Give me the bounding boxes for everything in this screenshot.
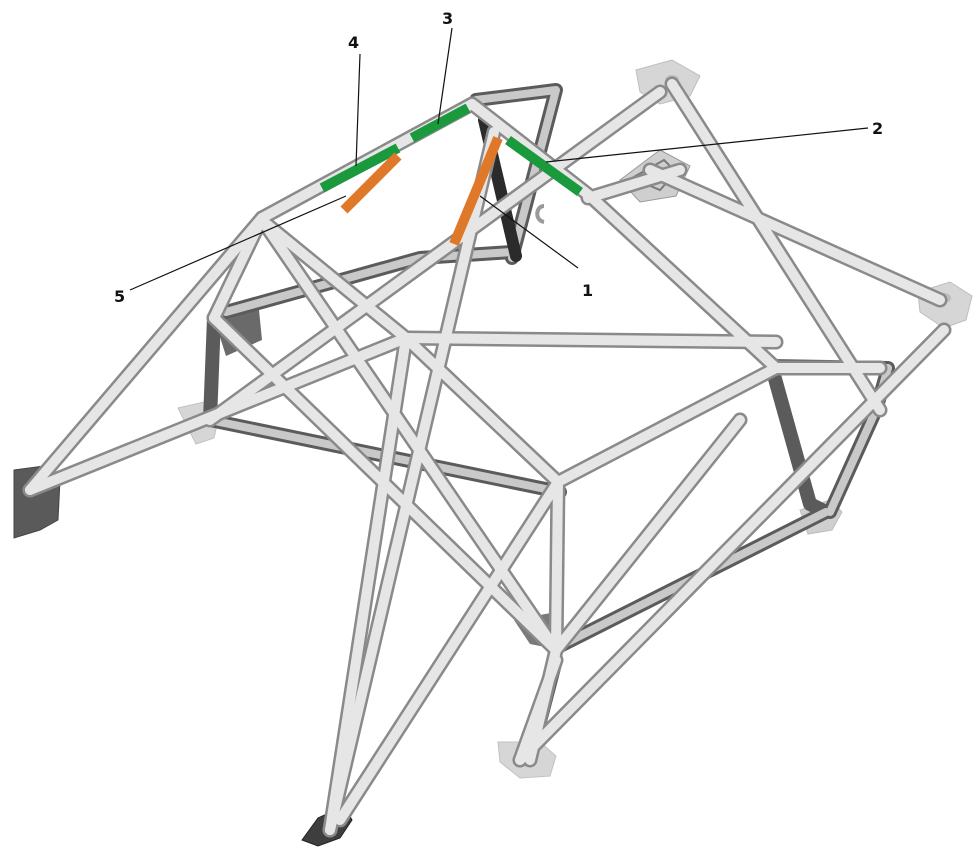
tube-main-hoop-left — [25, 99, 885, 495]
tube-a-pillar-left — [209, 213, 267, 323]
highlighted-segments — [319, 103, 583, 246]
callout-label-4: 4 — [348, 33, 359, 52]
tube-side-diagonal-left — [257, 215, 561, 655]
tube-rear-stay-1 — [667, 79, 885, 415]
tube-front-down-2 — [325, 127, 499, 835]
segment-green-3 — [409, 103, 471, 143]
tube-bottom-link — [515, 655, 561, 765]
segment-orange-1 — [449, 136, 503, 246]
leader-lines — [129, 27, 869, 291]
callout-label-5: 5 — [114, 287, 125, 306]
segment-green-4 — [319, 143, 401, 193]
main-tubes — [25, 79, 949, 835]
callout-labels: 1 2 3 4 5 — [114, 9, 883, 306]
tube-front-down-1 — [325, 333, 411, 835]
callout-label-2: 2 — [872, 119, 883, 138]
leader-line-3 — [437, 27, 453, 125]
tube-rear-stay-3 — [645, 165, 945, 305]
segment-orange-5 — [340, 152, 402, 214]
leader-line-1 — [479, 195, 579, 269]
tube-rear-stay-2 — [205, 87, 665, 425]
tube-dark-left-post — [203, 311, 221, 427]
main-tubes-outline — [22, 76, 952, 838]
leader-line-4 — [355, 53, 361, 167]
clamp-small — [535, 204, 545, 224]
callout-label-3: 3 — [442, 9, 453, 28]
leader-line-5 — [129, 195, 347, 291]
segment-green-2 — [505, 135, 583, 197]
tube-floor-diagonal — [551, 415, 745, 655]
leader-line-2 — [545, 127, 869, 163]
tube-rear-link — [583, 165, 685, 203]
callout-label-1: 1 — [582, 281, 593, 300]
tube-cross-front — [553, 363, 781, 487]
tube-x-brace-front — [335, 477, 563, 825]
